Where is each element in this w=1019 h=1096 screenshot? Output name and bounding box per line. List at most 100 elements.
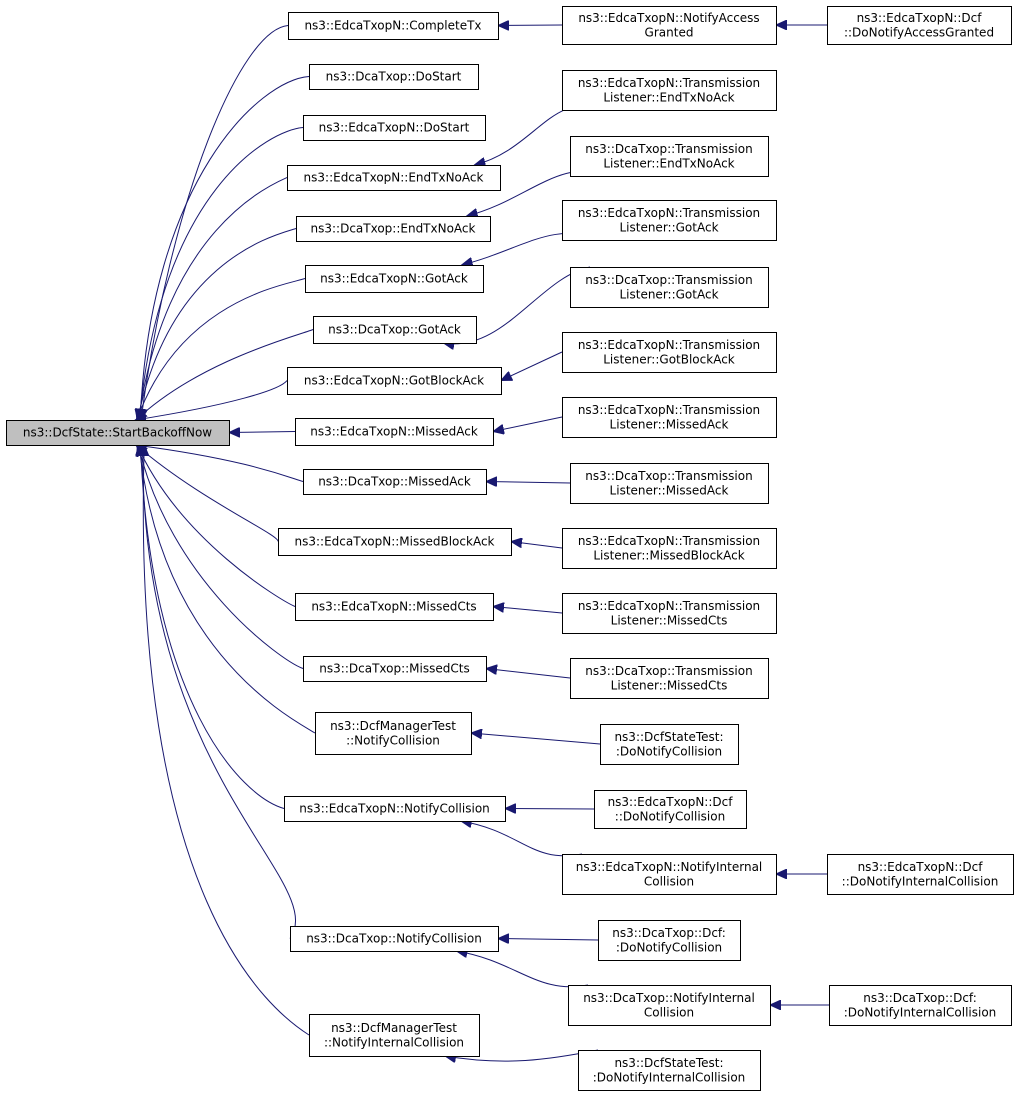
node-box bbox=[562, 6, 777, 45]
node-box bbox=[562, 70, 777, 111]
node-c11[interactable]: ns3::EdcaTxopN::TransmissionListener::Mi… bbox=[562, 528, 777, 569]
edge-root-to-n8 bbox=[135, 380, 288, 421]
node-c16a[interactable]: ns3::DcaTxop::Dcf::DoNotifyCollision bbox=[598, 920, 741, 961]
node-label-line: ns3::EdcaTxopN::Transmission bbox=[578, 206, 760, 220]
node-n10[interactable]: ns3::DcaTxop::MissedAck bbox=[303, 469, 487, 495]
node-box bbox=[568, 985, 771, 1026]
node-c12[interactable]: ns3::EdcaTxopN::TransmissionListener::Mi… bbox=[562, 593, 777, 634]
node-n17[interactable]: ns3::DcfManagerTest::NotifyInternalColli… bbox=[309, 1014, 480, 1057]
node-label-line: Collision bbox=[644, 1005, 694, 1019]
node-n4[interactable]: ns3::EdcaTxopN::EndTxNoAck bbox=[287, 165, 501, 191]
node-label-line: ns3::DcaTxop::Dcf: bbox=[612, 926, 726, 940]
edge-n9-to-c9 bbox=[493, 416, 563, 432]
node-n9[interactable]: ns3::EdcaTxopN::MissedAck bbox=[295, 418, 494, 446]
node-box bbox=[309, 1014, 480, 1057]
node-n12[interactable]: ns3::EdcaTxopN::MissedCts bbox=[295, 593, 494, 621]
node-n16[interactable]: ns3::DcaTxop::NotifyCollision bbox=[290, 926, 499, 952]
node-c6[interactable]: ns3::EdcaTxopN::TransmissionListener::Go… bbox=[562, 200, 777, 241]
node-c1b[interactable]: ns3::EdcaTxopN::Dcf::DoNotifyAccessGrant… bbox=[827, 6, 1012, 45]
node-c7[interactable]: ns3::DcaTxop::TransmissionListener::GotA… bbox=[570, 267, 769, 308]
edge-n14-to-c14 bbox=[471, 733, 601, 745]
node-n3[interactable]: ns3::EdcaTxopN::DoStart bbox=[303, 115, 486, 141]
node-label-line: ::DoNotifyCollision bbox=[615, 809, 725, 823]
node-n2[interactable]: ns3::DcaTxop::DoStart bbox=[309, 64, 479, 90]
node-c10[interactable]: ns3::DcaTxop::TransmissionListener::Miss… bbox=[570, 463, 769, 504]
edge-root-to-n9 bbox=[229, 432, 296, 433]
node-n6[interactable]: ns3::EdcaTxopN::GotAck bbox=[305, 265, 484, 293]
node-label-line: ::NotifyCollision bbox=[346, 733, 440, 747]
node-c4[interactable]: ns3::EdcaTxopN::TransmissionListener::En… bbox=[562, 70, 777, 111]
edge-root-to-n7 bbox=[136, 329, 314, 421]
node-label-line: Listener::GotAck bbox=[619, 220, 718, 234]
node-box bbox=[315, 712, 472, 755]
node-box bbox=[827, 6, 1012, 45]
node-n8[interactable]: ns3::EdcaTxopN::GotBlockAck bbox=[287, 367, 502, 395]
node-label-line: Listener::MissedAck bbox=[610, 483, 729, 497]
node-label-line: ::DoNotifyInternalCollision bbox=[842, 874, 999, 888]
node-box bbox=[303, 115, 486, 141]
edge-root-to-n10 bbox=[135, 445, 304, 482]
node-box bbox=[562, 528, 777, 569]
node-box bbox=[562, 200, 777, 241]
node-box bbox=[278, 528, 512, 556]
node-n1[interactable]: ns3::EdcaTxopN::CompleteTx bbox=[288, 12, 499, 40]
node-label-line: ns3::EdcaTxopN::Transmission bbox=[578, 599, 760, 613]
node-label-line: ns3::DcaTxop::Transmission bbox=[585, 142, 752, 156]
node-n11[interactable]: ns3::EdcaTxopN::MissedBlockAck bbox=[278, 528, 512, 556]
node-n14[interactable]: ns3::DcfManagerTest::NotifyCollision bbox=[315, 712, 472, 755]
edge-root-to-n4 bbox=[139, 177, 288, 421]
node-c17[interactable]: ns3::DcfStateTest::DoNotifyInternalColli… bbox=[578, 1050, 761, 1091]
node-box bbox=[570, 136, 769, 177]
node-label-line: :DoNotifyCollision bbox=[616, 940, 722, 954]
node-box bbox=[296, 216, 491, 242]
edge-root-to-n17 bbox=[143, 445, 310, 1036]
node-box bbox=[600, 724, 739, 765]
node-c15c[interactable]: ns3::EdcaTxopN::Dcf::DoNotifyInternalCol… bbox=[827, 854, 1014, 895]
node-label-line: :DoNotifyInternalCollision bbox=[844, 1005, 997, 1019]
node-n7[interactable]: ns3::DcaTxop::GotAck bbox=[313, 316, 477, 344]
edge-n1-to-c1 bbox=[498, 25, 563, 26]
node-box bbox=[562, 332, 777, 373]
node-box bbox=[562, 854, 777, 895]
node-label-line: ns3::EdcaTxopN::MissedAck bbox=[310, 425, 478, 439]
node-c13[interactable]: ns3::DcaTxop::TransmissionListener::Miss… bbox=[570, 658, 769, 699]
node-n5[interactable]: ns3::DcaTxop::EndTxNoAck bbox=[296, 216, 491, 242]
edge-n16-to-c16b bbox=[456, 951, 589, 988]
node-label-line: ns3::DcaTxop::MissedAck bbox=[318, 475, 471, 489]
edge-root-to-n3 bbox=[139, 127, 304, 421]
node-c5[interactable]: ns3::DcaTxop::TransmissionListener::EndT… bbox=[570, 136, 769, 177]
node-c1[interactable]: ns3::EdcaTxopN::NotifyAccessGranted bbox=[562, 6, 777, 45]
node-c16c[interactable]: ns3::DcaTxop::Dcf::DoNotifyInternalColli… bbox=[829, 985, 1012, 1026]
node-label-line: ns3::DcaTxop::NotifyInternal bbox=[583, 991, 755, 1005]
node-n15[interactable]: ns3::EdcaTxopN::NotifyCollision bbox=[284, 796, 506, 822]
edge-root-to-n5 bbox=[138, 228, 297, 421]
node-box bbox=[562, 593, 777, 634]
node-c16b[interactable]: ns3::DcaTxop::NotifyInternalCollision bbox=[568, 985, 771, 1026]
node-label-line: ns3::EdcaTxopN::NotifyCollision bbox=[299, 802, 490, 816]
edge-root-to-n16 bbox=[143, 445, 296, 939]
node-box bbox=[309, 64, 479, 90]
node-box bbox=[288, 12, 499, 40]
node-label-line: :DoNotifyInternalCollision bbox=[593, 1070, 746, 1084]
node-n13[interactable]: ns3::DcaTxop::MissedCts bbox=[303, 656, 487, 682]
node-c9[interactable]: ns3::EdcaTxopN::TransmissionListener::Mi… bbox=[562, 397, 777, 438]
node-c8[interactable]: ns3::EdcaTxopN::TransmissionListener::Go… bbox=[562, 332, 777, 373]
edge-root-to-n15 bbox=[141, 445, 285, 809]
node-label-line: ns3::DcaTxop::EndTxNoAck bbox=[311, 222, 476, 236]
node-label-line: ns3::EdcaTxopN::Transmission bbox=[578, 403, 760, 417]
node-label-line: ns3::DcaTxop::GotAck bbox=[328, 323, 461, 337]
edge-n11-to-c11 bbox=[511, 542, 563, 549]
node-label-line: ns3::EdcaTxopN::Transmission bbox=[578, 338, 760, 352]
node-label-line: ns3::EdcaTxopN::DoStart bbox=[319, 121, 470, 135]
node-c15b[interactable]: ns3::EdcaTxopN::NotifyInternalCollision bbox=[562, 854, 777, 895]
node-c15a[interactable]: ns3::EdcaTxopN::Dcf::DoNotifyCollision bbox=[594, 790, 747, 829]
node-label-line: ns3::EdcaTxopN::MissedBlockAck bbox=[294, 535, 494, 549]
node-box bbox=[594, 790, 747, 829]
node-label-line: ns3::DcaTxop::Transmission bbox=[585, 273, 752, 287]
edge-root-to-n2 bbox=[140, 76, 310, 421]
node-box bbox=[303, 656, 487, 682]
node-root[interactable]: ns3::DcfState::StartBackoffNow bbox=[6, 420, 230, 446]
node-label-line: ns3::EdcaTxopN::GotBlockAck bbox=[304, 374, 484, 388]
node-c14[interactable]: ns3::DcfStateTest::DoNotifyCollision bbox=[600, 724, 739, 765]
